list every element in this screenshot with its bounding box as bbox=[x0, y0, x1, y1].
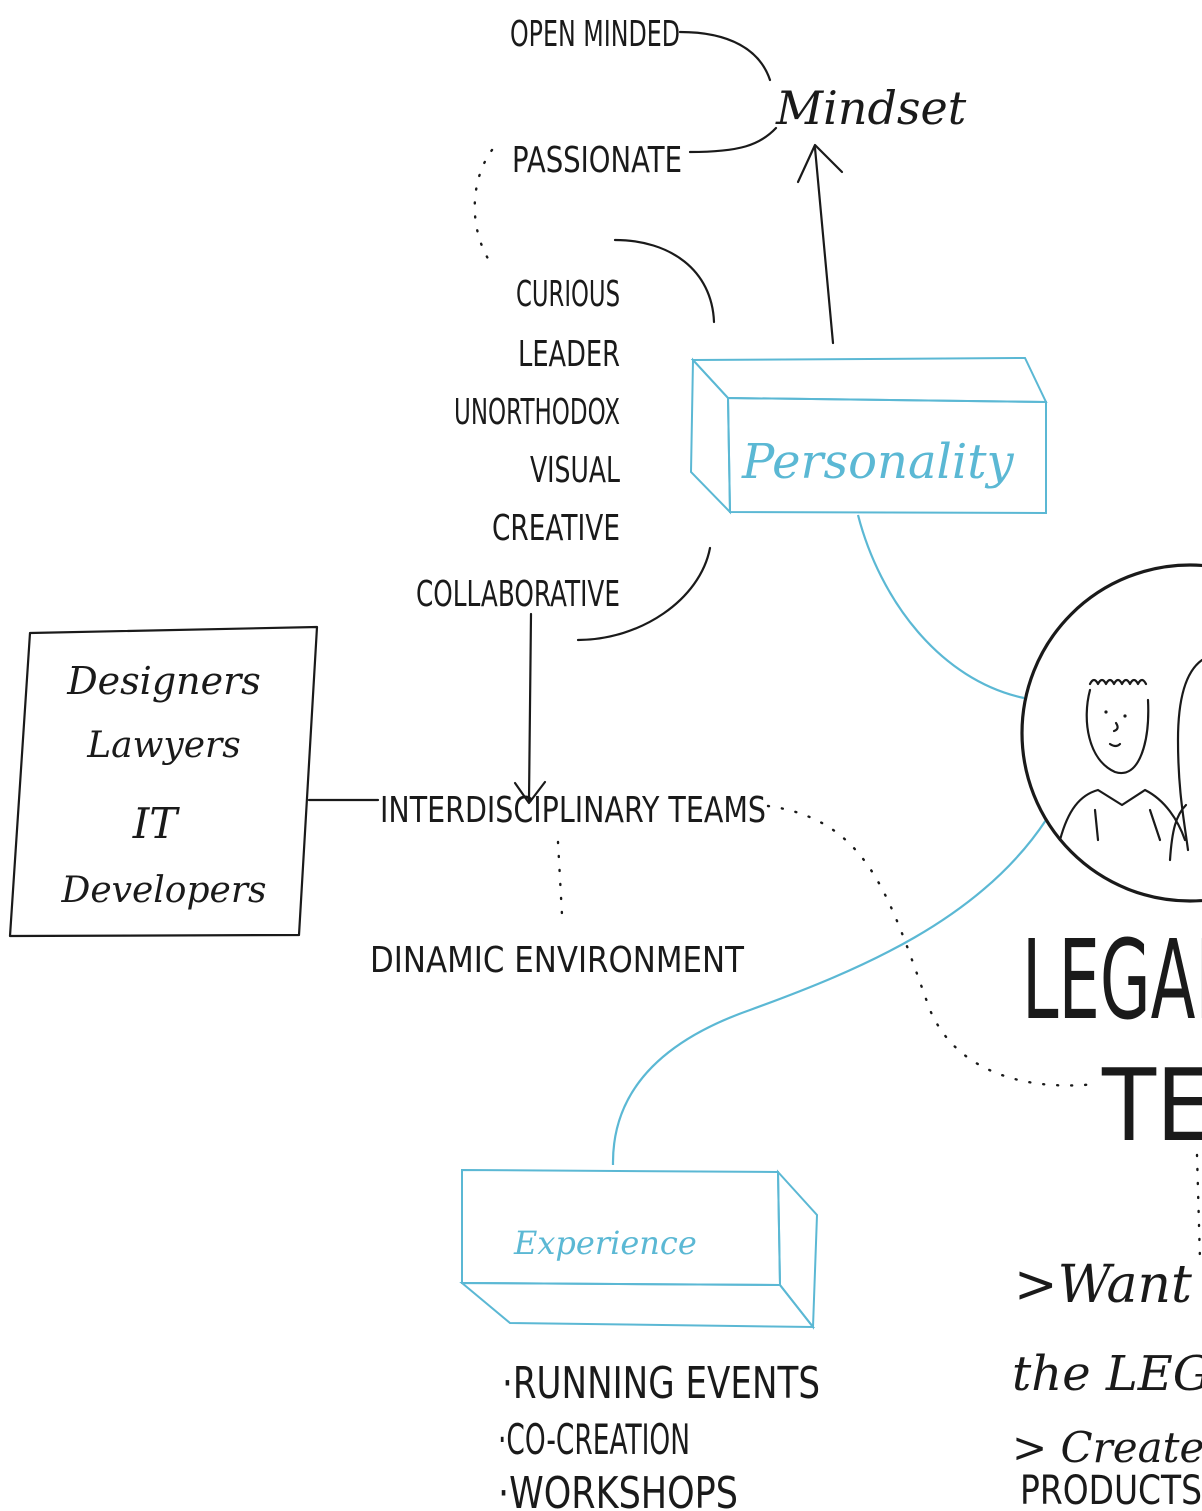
trait-curious: CURIOUS bbox=[516, 274, 620, 315]
discipline-designers: Designers bbox=[66, 659, 261, 703]
discipline-developers: Developers bbox=[60, 870, 266, 911]
discipline-it: IT bbox=[132, 799, 181, 848]
trait-collaborative: COLLABORATIVE bbox=[416, 574, 620, 615]
trait-leader: LEADER bbox=[518, 334, 620, 375]
arrow-down-icon bbox=[513, 612, 547, 805]
arrow-up-icon bbox=[796, 143, 844, 345]
personality-box bbox=[689, 356, 1048, 515]
dotted-passionate-curious bbox=[473, 148, 494, 267]
disciplines-box bbox=[8, 625, 319, 938]
experience-box bbox=[459, 1168, 819, 1330]
dotted-teams-environment bbox=[556, 840, 564, 917]
note-want: >Want bbox=[1014, 1255, 1192, 1315]
trait-creative: CREATIVE bbox=[492, 508, 620, 549]
dotted-legaltech-notes bbox=[1195, 1153, 1202, 1262]
note-products: PRODUCTS bbox=[1020, 1468, 1202, 1511]
curve-collaborative bbox=[576, 546, 712, 642]
people-portrait-icon bbox=[1020, 563, 1202, 903]
center-title-line2: TE bbox=[1101, 1047, 1202, 1164]
discipline-lawyers: Lawyers bbox=[86, 725, 241, 766]
blue-connector-portrait-experience bbox=[611, 819, 1047, 1166]
interdisciplinary-teams: INTERDISCIPLINARY TEAMS bbox=[380, 790, 766, 831]
note-creates: > Creates bbox=[1012, 1423, 1202, 1472]
experience-co-creation: ·CO-CREATION bbox=[498, 1415, 690, 1464]
note-the-leg: the LEG bbox=[1012, 1346, 1202, 1402]
mindset-label: Mindset bbox=[775, 81, 967, 135]
dotted-teams-legaltech bbox=[766, 804, 1097, 1087]
connector-openminded-mindset bbox=[678, 30, 772, 82]
blue-connector-personality-portrait bbox=[856, 514, 1025, 700]
experience-label: Experience bbox=[513, 1224, 697, 1262]
center-title-line1: LEGAL bbox=[1022, 916, 1202, 1044]
curve-curious-personality bbox=[613, 238, 716, 324]
trait-open-minded: OPEN MINDED bbox=[510, 14, 680, 55]
experience-running-events: ·RUNNING EVENTS bbox=[502, 1358, 820, 1409]
experience-workshops: ·WORKSHOPS bbox=[498, 1468, 738, 1511]
connector-passionate-mindset bbox=[688, 126, 778, 154]
dinamic-environment: DINAMIC ENVIRONMENT bbox=[370, 940, 745, 981]
trait-visual: VISUAL bbox=[530, 450, 620, 491]
personality-label: Personality bbox=[741, 434, 1015, 490]
trait-unorthodox: UNORTHODOX bbox=[454, 392, 620, 433]
trait-passionate: PASSIONATE bbox=[512, 140, 682, 181]
